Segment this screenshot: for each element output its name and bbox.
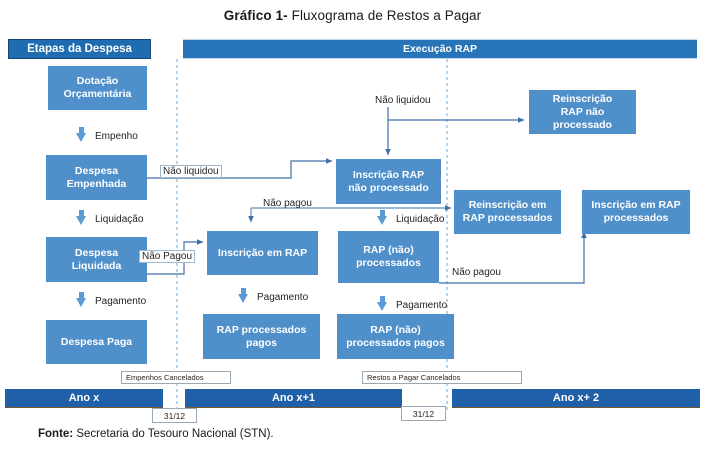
box-line-2: Orçamentária xyxy=(63,88,132,100)
label-pagamento-c2: Pagamento xyxy=(396,300,448,311)
box-despesa-paga[interactable]: Despesa Paga xyxy=(46,320,147,364)
box-line-1: RAP (não) xyxy=(370,323,421,336)
box-inscricao-em-rap[interactable]: Inscrição em RAP xyxy=(207,231,318,275)
page-title-bold: Gráfico 1- xyxy=(223,8,288,23)
box-line-1: Reinscrição xyxy=(552,92,613,105)
year-divider-dashed-lines xyxy=(176,59,448,410)
box-rap-nao-processados-pagos[interactable]: RAP (não) processados pagos xyxy=(337,314,454,359)
box-line-1: RAP (não) xyxy=(363,244,414,256)
box-line-2: RAP processados xyxy=(462,212,553,224)
box-line-1: Dotação xyxy=(76,75,119,87)
box-line-1: RAP processados xyxy=(216,323,307,336)
box-line-1: Inscrição em RAP xyxy=(591,199,681,211)
box-line-1: Despesa Paga xyxy=(60,335,133,348)
header-etapas-da-despesa: Etapas da Despesa xyxy=(8,39,151,59)
page-title: Gráfico 1- Fluxograma de Restos a Pagar xyxy=(0,8,705,23)
arrow-pagamento-c2-icon xyxy=(377,296,388,311)
arrow-pagamento-left-icon xyxy=(76,292,87,307)
box-line-1: Despesa xyxy=(74,246,119,259)
arrow-liquidacao-mid-icon xyxy=(377,210,388,225)
box-despesa-liquidada[interactable]: Despesa Liquidada xyxy=(46,237,147,282)
label-liquidacao-mid: Liquidação xyxy=(396,214,445,225)
box-dotacao-orcamentaria[interactable]: Dotação Orçamentária xyxy=(48,66,147,110)
box-inscricao-rap-nao-processado[interactable]: Inscrição RAP não processado xyxy=(336,159,441,204)
box-line-2: Liquidada xyxy=(71,259,122,272)
box-despesa-empenhada[interactable]: Despesa Empenhada xyxy=(46,155,147,200)
box-line-2: processados xyxy=(356,257,421,269)
label-empenho: Empenho xyxy=(95,131,138,142)
header-execucao-rap: Execução RAP xyxy=(183,39,697,59)
label-nao-pagou-left: Não Pagou xyxy=(139,250,196,263)
label-nao-pagou-mid: Não pagou xyxy=(263,198,312,209)
box-line-2: RAP não xyxy=(560,105,605,118)
date-marker-2: 31/12 xyxy=(401,406,446,421)
timeline-ano-x: Ano x xyxy=(5,389,163,408)
label-pagamento-left: Pagamento xyxy=(95,296,147,307)
box-reinscricao-rap-nao-processado[interactable]: Reinscrição RAP não processado xyxy=(529,90,636,134)
label-nao-pagou-right: Não pagou xyxy=(452,267,501,278)
page-title-rest: Fluxograma de Restos a Pagar xyxy=(287,8,482,23)
box-line-2: processados xyxy=(603,212,669,224)
box-line-2: processados pagos xyxy=(346,336,445,349)
date-marker-1: 31/12 xyxy=(152,408,197,423)
note-restos-a-pagar-cancelados: Restos a Pagar Cancelados xyxy=(362,371,522,384)
box-line-1: Inscrição RAP xyxy=(352,168,425,181)
box-reinscricao-em-rap-processados[interactable]: Reinscrição em RAP processados xyxy=(454,190,561,234)
arrow-pagamento-c1-icon xyxy=(238,288,249,303)
source-note: Fonte: Secretaria do Tesouro Nacional (S… xyxy=(38,428,274,440)
box-line-3: processado xyxy=(553,118,612,131)
source-text: Secretaria do Tesouro Nacional (STN). xyxy=(73,428,274,440)
timeline-ano-x-mais-1: Ano x+1 xyxy=(185,389,402,408)
source-label: Fonte: xyxy=(38,428,74,440)
box-line-1: Despesa xyxy=(74,164,119,177)
label-nao-liquidou-left: Não liquidou xyxy=(160,165,222,178)
arrow-liquidacao-icon xyxy=(76,210,87,225)
timeline-ano-x-mais-2: Ano x+ 2 xyxy=(452,389,700,408)
box-inscricao-em-rap-processados[interactable]: Inscrição em RAP processados xyxy=(582,190,690,234)
box-rap-nao-processados[interactable]: RAP (não) processados xyxy=(338,231,439,283)
note-empenhos-cancelados: Empenhos Cancelados xyxy=(121,371,231,384)
box-line-2: Empenhada xyxy=(66,177,127,190)
box-line-1: Inscrição em RAP xyxy=(217,246,308,259)
label-pagamento-c1: Pagamento xyxy=(257,292,309,303)
arrow-empenho-icon xyxy=(76,127,87,142)
label-liquidacao-left: Liquidação xyxy=(95,214,144,225)
box-line-2: pagos xyxy=(246,336,277,349)
box-rap-processados-pagos[interactable]: RAP processados pagos xyxy=(203,314,320,359)
label-nao-liquidou-top: Não liquidou xyxy=(375,95,431,106)
box-line-1: Reinscrição em xyxy=(468,199,547,211)
box-line-2: não processado xyxy=(348,181,429,194)
